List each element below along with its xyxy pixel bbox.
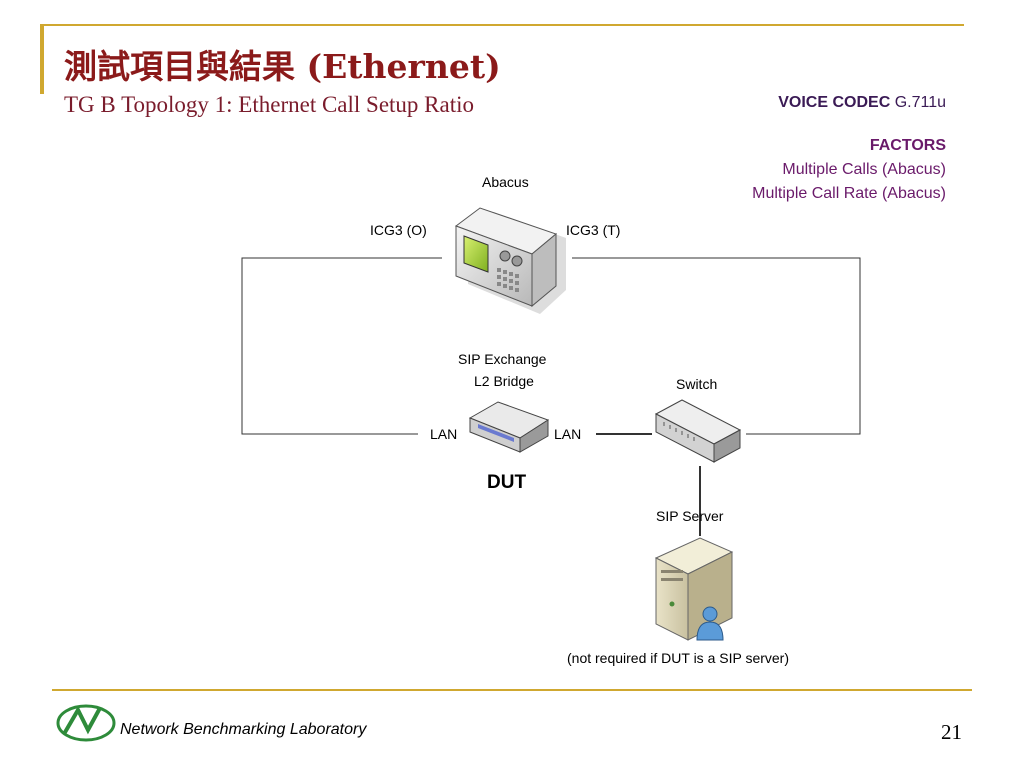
sip-server-label: SIP Server [656, 508, 724, 524]
sip-server-note: (not required if DUT is a SIP server) [567, 650, 790, 666]
factors-heading: FACTORS [869, 137, 946, 154]
factors-block: FACTORS Multiple Calls (Abacus) Multiple… [752, 134, 946, 206]
title-accent-bar [40, 24, 44, 94]
icg-right-label: ICG3 (T) [566, 222, 621, 238]
slide-title: 測試項目與結果 (Ethernet) [64, 47, 501, 86]
top-rule [40, 24, 964, 26]
connection-lines [241, 257, 861, 536]
dut-desc-line2: L2 Bridge [474, 373, 534, 389]
page-number: 21 [941, 720, 962, 744]
lan-left-label: LAN [430, 426, 458, 442]
bottom-rule [52, 689, 972, 691]
switch-label: Switch [676, 376, 718, 392]
codec-label: VOICE CODEC [778, 94, 891, 111]
dut-device-icon [468, 401, 550, 453]
factor-item: Multiple Calls (Abacus) [782, 161, 946, 178]
icg-left-label: ICG3 (O) [370, 222, 427, 238]
abacus-label: Abacus [482, 174, 529, 190]
lan-right-label: LAN [554, 426, 582, 442]
dut-desc-line1: SIP Exchange [458, 351, 547, 367]
abacus-device-icon [454, 207, 566, 314]
dut-label: DUT [487, 472, 527, 493]
footer-org-name: Network Benchmarking Laboratory [120, 721, 367, 738]
sip-server-icon [654, 537, 734, 641]
voice-codec: VOICE CODEC G.711u [778, 94, 946, 112]
user-icon [696, 606, 724, 641]
slide-subtitle: TG B Topology 1: Ethernet Call Setup Rat… [64, 92, 475, 117]
codec-value: G.711u [894, 94, 946, 111]
factor-item: Multiple Call Rate (Abacus) [752, 185, 946, 202]
switch-device-icon [654, 399, 742, 463]
